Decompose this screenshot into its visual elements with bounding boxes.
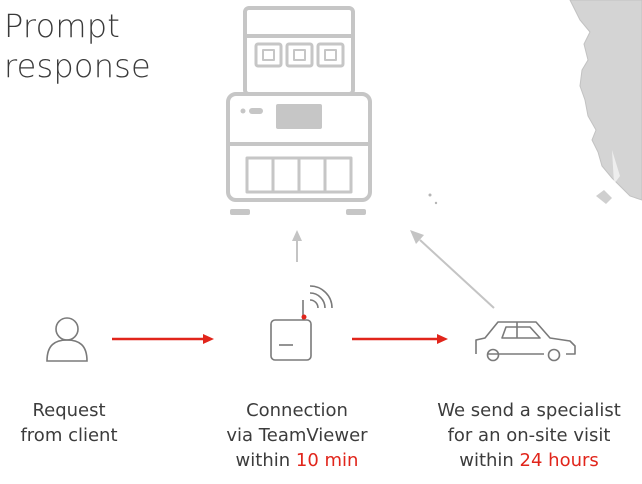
grey-arrow-modem-to-server: [292, 230, 302, 262]
step-request-line-2: from client: [20, 425, 118, 446]
title-line-2: response: [4, 47, 151, 85]
car-icon: [475, 321, 576, 362]
step-connection-line-3: within 10 min: [212, 448, 382, 473]
red-arrow-modem-to-car: [352, 334, 448, 344]
step-connection-caption: Connection via TeamViewer within 10 min: [212, 398, 382, 473]
red-arrow-user-to-modem: [112, 334, 214, 344]
step-specialist-within: within: [459, 450, 520, 471]
grey-arrow-car-to-server: [410, 230, 495, 309]
step-connection-within: within: [235, 450, 296, 471]
step-connection-line-1: Connection: [246, 400, 348, 421]
step-specialist-caption: We send a specialist for an on-site visi…: [417, 398, 641, 473]
map-outline: [428, 0, 642, 205]
step-specialist-line-1: We send a specialist: [437, 400, 621, 421]
step-request-caption: Request from client: [0, 398, 139, 448]
step-connection-time: 10 min: [295, 450, 359, 471]
rack-foot-right: [346, 209, 366, 215]
page-title: Prompt response: [4, 6, 151, 86]
rack-foot-left: [230, 209, 250, 215]
modem-led: [301, 314, 307, 320]
rack-display: [276, 104, 322, 129]
step-connection-line-2: via TeamViewer: [226, 425, 368, 446]
step-specialist-line-3: within 24 hours: [417, 448, 641, 473]
modem-icon: [270, 285, 333, 361]
step-specialist-time: 24 hours: [519, 450, 599, 471]
user-icon: [46, 317, 88, 362]
server-rack-icon: [226, 6, 372, 202]
step-specialist-line-2: for an on-site visit: [447, 425, 611, 446]
step-request-line-1: Request: [32, 400, 106, 421]
title-line-1: Prompt: [4, 7, 120, 45]
